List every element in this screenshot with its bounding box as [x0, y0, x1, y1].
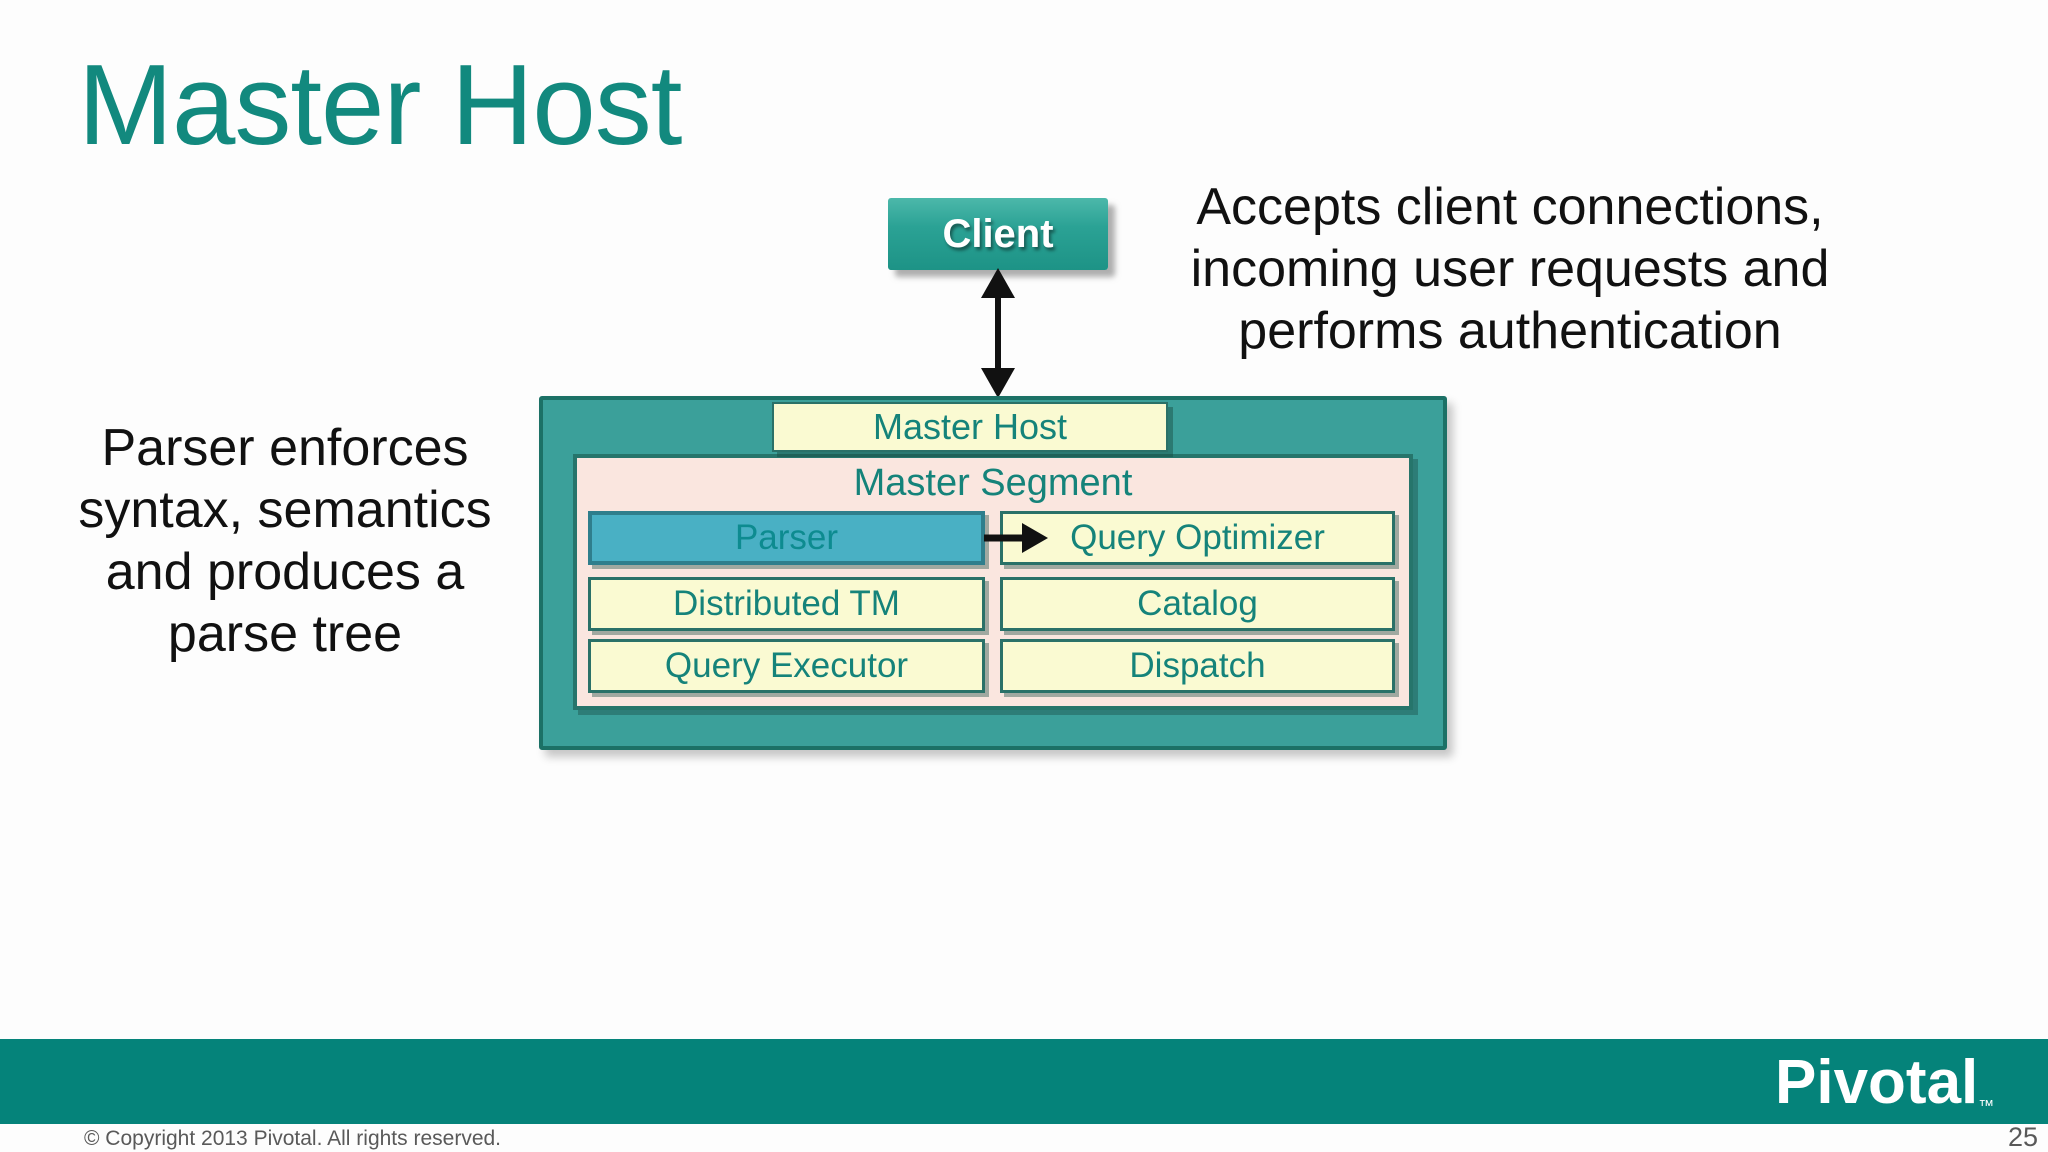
- module-query-optimizer: Query Optimizer: [1000, 511, 1395, 565]
- page-number: 25: [2007, 1122, 2038, 1152]
- annotation-line: performs authentication: [1238, 302, 1782, 360]
- master-host-label-text: Master Host: [872, 406, 1068, 447]
- module-label: Query Optimizer: [1070, 518, 1325, 557]
- annotation-line: parse tree: [167, 605, 403, 663]
- module-label: Catalog: [1137, 584, 1258, 623]
- footer-bar: [0, 1039, 2048, 1124]
- annotation-line: Accepts client connections,: [1196, 178, 1824, 236]
- annotation-line: Parser enforces: [101, 419, 469, 477]
- bidirectional-arrow-icon: [981, 268, 1015, 398]
- copyright-text: © Copyright 2013 Pivotal. All rights res…: [84, 1127, 502, 1150]
- module-label: Parser: [734, 518, 839, 557]
- client-box-label: Client: [942, 211, 1054, 256]
- annotation-parser: Parser enforces syntax, semantics and pr…: [45, 417, 525, 665]
- module-label: Dispatch: [1129, 646, 1266, 685]
- module-dispatch: Dispatch: [1000, 639, 1395, 693]
- annotation-client-connections: Accepts client connections, incoming use…: [1170, 176, 1850, 362]
- module-parser: Parser: [588, 511, 985, 565]
- annotation-line: and produces a: [105, 543, 465, 601]
- module-label: Query Executor: [664, 646, 909, 685]
- pivotal-logo: Pivotal™: [1775, 1047, 1994, 1118]
- right-arrow-icon: [984, 523, 1048, 553]
- page-title: Master Host: [78, 42, 682, 169]
- annotation-line: incoming user requests and: [1190, 240, 1830, 298]
- module-query-executor: Query Executor: [588, 639, 985, 693]
- master-segment-label-text: Master Segment: [853, 462, 1133, 504]
- trademark-symbol: ™: [1978, 1098, 1995, 1115]
- module-distributed-tm: Distributed TM: [588, 577, 985, 631]
- client-box: Client: [888, 198, 1108, 270]
- master-host-label-box: Master Host: [772, 402, 1168, 452]
- pivotal-logo-text: Pivotal: [1775, 1048, 1979, 1117]
- module-label: Distributed TM: [673, 584, 900, 623]
- annotation-line: syntax, semantics: [78, 481, 492, 539]
- module-catalog: Catalog: [1000, 577, 1395, 631]
